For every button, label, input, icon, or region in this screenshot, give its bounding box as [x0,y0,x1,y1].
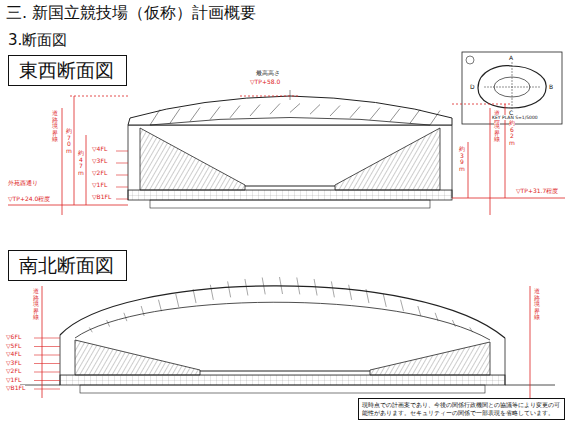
section-title: 東西断面図 [19,59,116,82]
floor-level: ▽3FL [92,158,107,165]
north-south-section [20,277,555,393]
keyplan-letter: D [470,84,475,91]
floor-level: ▽3FL [6,360,21,367]
floor-level: ▽4FL [92,146,107,153]
floor-level: ▽1FL [6,377,21,384]
section-title: 南北断面図 [19,254,116,277]
ns-red-guides [34,286,530,398]
note-box: 現時点での計画案であり、今後の関係行政機関との協議等により変更の可能性があります… [358,398,565,420]
height-label: 最高高さ [256,70,280,77]
subtitle: 3.断面図 [8,32,67,49]
floor-level: ▽4FL [6,351,21,358]
keyplan-scale: KEY PLAN S=1/5000 [492,115,538,120]
section-title-box: 東西断面図 [8,55,127,86]
boundary-label: 道路境界線 [534,288,540,321]
level-label: ▽TP+24.0程度 [8,196,50,203]
level-label: ▽TP+31.7程度 [516,188,558,195]
floor-level: ▽B1FL [6,385,25,392]
street-label: 外苑西通り [8,180,38,187]
slide-title: 三. 新国立競技場（仮称）計画概要 [6,3,256,24]
section-title-box: 南北断面図 [8,250,127,281]
note-text: 現時点での計画案であり、今後の関係行政機関との協議等により変更の可能性があります… [362,401,561,417]
east-west-section [128,90,452,208]
boundary-label: 道路境界線 [33,288,39,321]
floor-level: ▽1FL [92,182,107,189]
boundary-label: 道路境界線 [52,110,58,143]
floor-level: ▽6FL [6,334,21,341]
floor-level: ▽B1FL [92,194,111,201]
key-plan [462,52,562,124]
ew-red-guides [8,96,565,215]
dimension: 約47m [78,150,84,176]
level-label: ▽TP+58.0 [250,79,280,86]
dimension: 約62m [509,120,515,146]
floor-level: ▽5FL [6,343,21,350]
dimension: 約70m [66,128,72,154]
keyplan-letter: A [509,55,513,62]
dimension: 約39m [459,146,465,172]
keyplan-letter: B [549,84,553,91]
floor-level: ▽2FL [6,368,21,375]
floor-level: ▽2FL [92,170,107,177]
